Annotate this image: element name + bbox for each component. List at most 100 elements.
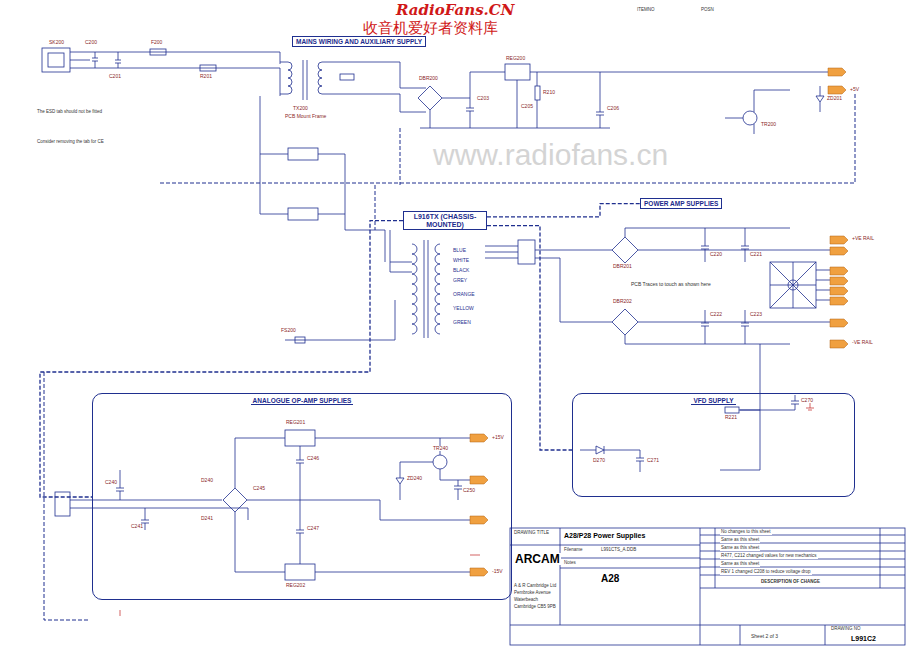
title-text: A28	[600, 574, 620, 584]
connector-symbol	[55, 492, 70, 516]
harness-dashed	[400, 128, 401, 185]
part-label: +VE RAIL	[851, 236, 875, 241]
bridge-rectifier	[418, 86, 442, 110]
capacitor-symbol	[116, 470, 124, 500]
part-label: C247	[306, 526, 320, 531]
part-label: POSN	[700, 8, 715, 13]
title-text: RadioFans.CN	[395, 3, 516, 18]
part-label: C203	[476, 96, 490, 101]
resistor-symbol	[535, 86, 540, 100]
transistor-wire	[725, 90, 790, 134]
watermark: www.radiofans.cn	[432, 140, 669, 170]
harness-dashed	[44, 185, 375, 620]
part-label: TX200	[292, 106, 309, 111]
transformer-secondary	[318, 62, 322, 94]
bridge-rectifier	[612, 237, 638, 263]
ac-wire	[70, 500, 248, 520]
capacitor-symbol	[596, 72, 828, 128]
regulator-symbol	[285, 564, 315, 580]
note-leader	[120, 555, 480, 616]
capacitor-symbol	[466, 72, 474, 128]
part-label: Same as this sheet	[720, 546, 760, 551]
heading-text: VFD SUPPLY	[691, 397, 735, 405]
part-label: D241	[200, 516, 214, 521]
iec-socket	[42, 48, 70, 72]
part-label: REG201	[285, 420, 306, 425]
heading-text: MAINS WIRING AND AUXILIARY SUPPLY	[296, 38, 422, 45]
fuse-symbol	[150, 49, 166, 55]
part-label: SK200	[48, 40, 65, 45]
part-label: Consider removing the tab for CE	[36, 140, 105, 145]
part-label: DBR201	[612, 264, 633, 269]
part-label: D240	[200, 478, 214, 483]
part-label: +15V	[491, 435, 505, 440]
ground-wire	[247, 500, 470, 520]
part-label: C221	[749, 252, 763, 257]
part-label: TR200	[760, 122, 777, 127]
part-label: C240	[104, 480, 118, 485]
part-label: YELLOW	[452, 306, 475, 311]
section-heading: POWER AMP SUPPLIES	[640, 198, 722, 209]
part-label: -15V	[491, 569, 504, 574]
title-text: A28/P28 Power Supplies	[563, 532, 646, 539]
part-label: ORANGE	[452, 292, 476, 297]
part-label: C206	[606, 106, 620, 111]
supply-region: VFD SUPPLY	[572, 393, 855, 497]
part-label: C245	[252, 486, 266, 491]
part-label: REG202	[285, 583, 306, 588]
part-label: ZD201	[826, 96, 843, 101]
primary-feed	[385, 230, 390, 272]
star-trace	[770, 262, 830, 308]
bridge-rectifier	[223, 488, 247, 512]
part-label: C201	[108, 74, 122, 79]
part-label: DESCRIPTION OF CHANGE	[760, 580, 821, 585]
part-label: The ESD tab should not be fitted	[36, 110, 103, 115]
part-label: C200	[84, 40, 98, 45]
part-label: R477, C212 changed values for new mechan…	[720, 554, 818, 559]
section-heading: L916TX (CHASSIS-MOUNTED)	[403, 211, 487, 230]
net-tag	[830, 236, 848, 348]
capacitor-symbol	[739, 395, 799, 410]
part-label: WHITE	[452, 258, 470, 263]
harness-dashed	[160, 90, 855, 183]
rail-wire	[625, 228, 830, 344]
part-label: C271	[646, 458, 660, 463]
part-label: DBR200	[418, 76, 439, 81]
part-label: C223	[749, 312, 763, 317]
title-text: ARCAM	[514, 553, 561, 565]
harness-connector	[40, 221, 403, 497]
part-label: Filename	[563, 548, 584, 553]
feedback-wire	[537, 72, 538, 128]
capacitor-symbol	[701, 310, 709, 344]
section-heading: MAINS WIRING AND AUXILIARY SUPPLY	[292, 36, 426, 47]
bridge-rectifier	[612, 309, 638, 335]
part-label: GREEN	[452, 320, 472, 325]
transformer-primary	[288, 62, 292, 94]
part-label: C241	[130, 524, 144, 529]
part-label: R210	[542, 90, 556, 95]
relay-symbol	[288, 148, 318, 160]
capacitor-symbol	[454, 480, 462, 500]
part-label: ITEMNO	[636, 8, 656, 13]
primary-wire	[280, 52, 281, 96]
resistor-symbol	[725, 407, 739, 413]
part-label: REV 1 changed C208 to reduce voltage dro…	[720, 570, 812, 575]
regulator-symbol	[505, 64, 530, 80]
part-label: R201	[199, 74, 213, 79]
part-label: F200	[150, 40, 163, 45]
part-label: REG200	[505, 56, 526, 61]
transformer-core	[424, 240, 428, 338]
capacitor-symbol	[92, 52, 98, 68]
fuse-symbol	[295, 337, 305, 343]
relay-symbol	[288, 208, 318, 220]
part-label: Same as this sheet	[720, 538, 760, 543]
mains-wire	[70, 52, 280, 68]
capacitor-symbol	[741, 310, 749, 344]
capacitor-symbol	[741, 228, 749, 262]
part-label: Waterbeach	[513, 598, 539, 603]
heading-text: L916TX (CHASSIS-MOUNTED)	[407, 213, 483, 228]
part-label: R221	[724, 415, 738, 420]
supply-wire	[235, 438, 470, 572]
regulator-symbol	[285, 430, 315, 446]
bridge-wire	[400, 88, 470, 128]
